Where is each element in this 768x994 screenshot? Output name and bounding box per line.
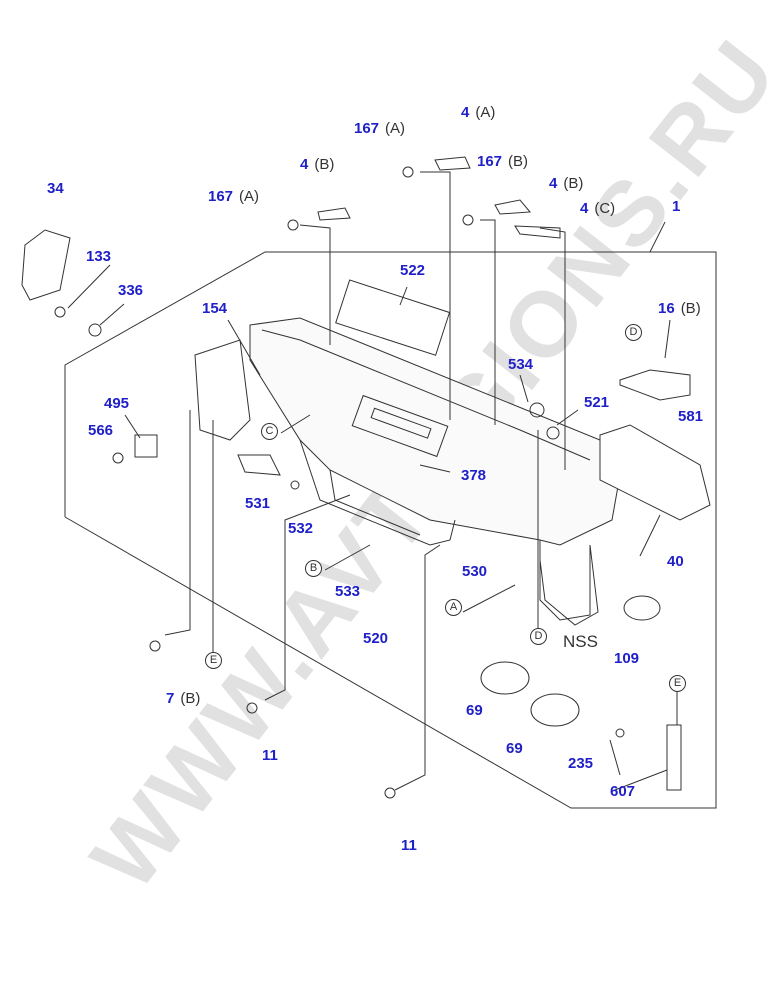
part-label-69[interactable]: 69: [506, 740, 523, 757]
variant: (C): [594, 200, 616, 217]
part-label-495[interactable]: 495: [104, 395, 130, 412]
ref-marker-d: D: [625, 324, 642, 341]
part-number: 4: [549, 175, 558, 192]
part-label-336[interactable]: 336: [118, 282, 144, 299]
part-label-7b[interactable]: 7 (B): [166, 691, 200, 707]
part-label-532[interactable]: 532: [288, 520, 314, 537]
part-label-16b[interactable]: 16 (B): [658, 301, 701, 317]
part-label-133[interactable]: 133: [86, 248, 112, 265]
lid-522: [335, 279, 451, 356]
part-number: 7: [166, 690, 175, 707]
part-label-530[interactable]: 530: [462, 563, 488, 580]
part-number: 4: [461, 104, 470, 121]
part-label-533[interactable]: 533: [335, 583, 361, 600]
part-label-566[interactable]: 566: [88, 422, 114, 439]
part-34: [21, 229, 71, 301]
part-label-531[interactable]: 531: [245, 495, 271, 512]
part-label-4a[interactable]: 4 (A): [461, 105, 495, 121]
part-label-4c[interactable]: 4 (C): [580, 201, 615, 217]
variant: (B): [180, 690, 201, 707]
ref-marker-e: E: [205, 652, 222, 669]
part-label-11[interactable]: 11: [262, 747, 278, 764]
ref-marker-d: D: [530, 628, 547, 645]
variant: (A): [239, 188, 260, 205]
part-label-4b[interactable]: 4 (B): [549, 176, 583, 192]
part-label-167a[interactable]: 167 (A): [208, 189, 259, 205]
part-label-40[interactable]: 40: [667, 553, 684, 570]
nss-label: NSS: [563, 632, 598, 651]
variant: (B): [314, 156, 335, 173]
part-label-154[interactable]: 154: [202, 300, 228, 317]
ref-marker-c: C: [261, 423, 278, 440]
variant: (A): [385, 120, 406, 137]
part-label-1[interactable]: 1: [672, 198, 681, 215]
part-label-69[interactable]: 69: [466, 702, 483, 719]
variant: (B): [680, 300, 701, 317]
part-label-520[interactable]: 520: [363, 630, 389, 647]
ref-marker-b: B: [305, 560, 322, 577]
variant: (B): [563, 175, 584, 192]
part-40: [599, 424, 711, 521]
part-label-11[interactable]: 11: [401, 837, 417, 854]
part-label-607[interactable]: 607: [610, 783, 636, 800]
part-label-4b[interactable]: 4 (B): [300, 157, 334, 173]
part-number: 4: [300, 156, 309, 173]
side-bracket: [194, 339, 251, 441]
part-label-34[interactable]: 34: [47, 180, 64, 197]
part-label-167b[interactable]: 167 (B): [477, 154, 528, 170]
part-number: 167: [354, 120, 380, 137]
ref-marker-e: E: [669, 675, 686, 692]
part-label-534[interactable]: 534: [508, 356, 534, 373]
part-number: 167: [477, 153, 503, 170]
part-number: 16: [658, 300, 675, 317]
part-label-235[interactable]: 235: [568, 755, 594, 772]
part-label-522[interactable]: 522: [400, 262, 426, 279]
part-label-581[interactable]: 581: [678, 408, 704, 425]
assembly-frame: [64, 251, 717, 809]
part-label-167a[interactable]: 167 (A): [354, 121, 405, 137]
part-number: 4: [580, 200, 589, 217]
part-number: 167: [208, 188, 234, 205]
part-label-109[interactable]: 109: [614, 650, 640, 667]
variant: (B): [508, 153, 529, 170]
part-label-521[interactable]: 521: [584, 394, 610, 411]
part-label-378[interactable]: 378: [461, 467, 487, 484]
ref-marker-a: A: [445, 599, 462, 616]
variant: (A): [475, 104, 496, 121]
